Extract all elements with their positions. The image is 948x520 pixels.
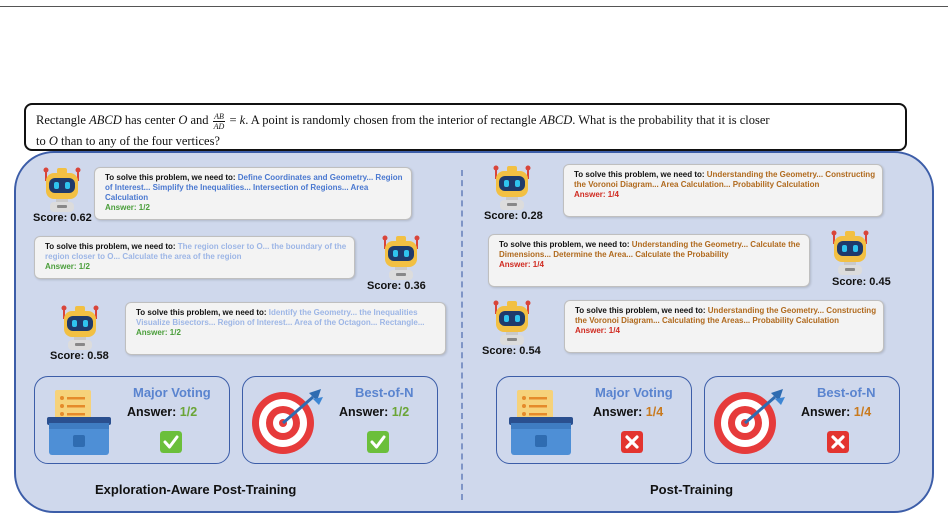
cross-icon bbox=[621, 431, 643, 453]
top-rule bbox=[0, 6, 948, 7]
robot-icon bbox=[61, 305, 99, 350]
agent-score: Score: 0.58 bbox=[50, 350, 109, 362]
check-icon bbox=[367, 431, 389, 453]
card-title: Major Voting bbox=[133, 385, 211, 400]
section-divider bbox=[461, 170, 463, 500]
reasoning-bubble: To solve this problem, we need to: Defin… bbox=[94, 167, 412, 220]
major-voting-card: Major Voting Answer: 1/2 bbox=[34, 376, 230, 464]
robot-icon bbox=[43, 167, 81, 212]
reasoning-bubble: To solve this problem, we need to: The r… bbox=[34, 236, 355, 279]
left-section-title: Exploration-Aware Post-Training bbox=[95, 482, 297, 497]
robot-icon bbox=[493, 300, 531, 345]
agent-answer: Answer: 1/2 bbox=[136, 328, 181, 337]
reasoning-bubble: To solve this problem, we need to: Under… bbox=[488, 234, 810, 287]
best-of-n-card: Best-of-N Answer: 1/2 bbox=[242, 376, 438, 464]
robot-icon bbox=[831, 230, 869, 275]
reasoning-bubble: To solve this problem, we need to: Under… bbox=[564, 300, 884, 353]
card-title: Best-of-N bbox=[817, 385, 876, 400]
card-answer: Answer: 1/2 bbox=[127, 405, 198, 419]
cross-icon bbox=[827, 431, 849, 453]
agent-answer: Answer: 1/2 bbox=[45, 262, 90, 271]
card-answer: Answer: 1/4 bbox=[593, 405, 664, 419]
agent-answer: Answer: 1/4 bbox=[575, 326, 620, 335]
card-answer: Answer: 1/2 bbox=[339, 405, 410, 419]
major-voting-card: Major Voting Answer: 1/4 bbox=[496, 376, 692, 464]
card-title: Best-of-N bbox=[355, 385, 414, 400]
robot-icon bbox=[382, 235, 420, 280]
agent-score: Score: 0.28 bbox=[484, 210, 543, 222]
reasoning-bubble: To solve this problem, we need to: Ident… bbox=[125, 302, 446, 355]
agent-score: Score: 0.36 bbox=[367, 280, 426, 292]
agent-answer: Answer: 1/4 bbox=[499, 260, 544, 269]
agent-score: Score: 0.54 bbox=[482, 345, 541, 357]
target-icon bbox=[252, 389, 323, 454]
card-answer: Answer: 1/4 bbox=[801, 405, 872, 419]
agent-answer: Answer: 1/2 bbox=[105, 203, 150, 212]
reasoning-bubble: To solve this problem, we need to: Under… bbox=[563, 164, 883, 217]
best-of-n-card: Best-of-N Answer: 1/4 bbox=[704, 376, 900, 464]
right-section-title: Post-Training bbox=[650, 482, 734, 497]
agent-score: Score: 0.62 bbox=[33, 212, 92, 224]
target-icon bbox=[714, 389, 785, 454]
agent-answer: Answer: 1/4 bbox=[574, 190, 619, 199]
card-title: Major Voting bbox=[595, 385, 673, 400]
check-icon bbox=[160, 431, 182, 453]
ballot-box-icon bbox=[47, 390, 111, 455]
robot-icon bbox=[493, 165, 531, 210]
ballot-box-icon bbox=[509, 390, 573, 455]
agent-score: Score: 0.45 bbox=[832, 276, 891, 288]
